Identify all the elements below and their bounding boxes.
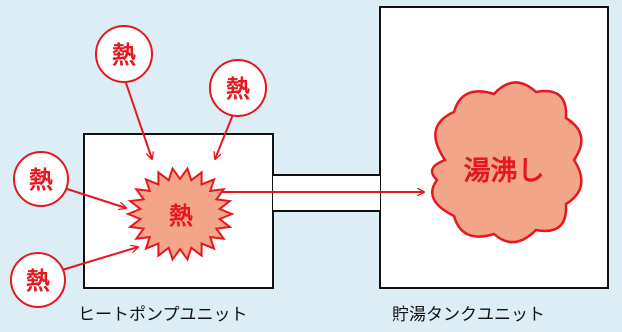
tank-unit-caption: 貯湯タンクユニット — [392, 305, 545, 325]
heat-arrow-bottom-left — [61, 247, 138, 271]
heat-circle-bottom-left: 熱 — [10, 252, 66, 308]
heat-circle-bottom-left-label: 熱 — [26, 267, 50, 295]
boiling-label: 湯沸し — [464, 156, 545, 187]
heat-arrow-left — [63, 187, 126, 208]
heat-arrow-top-left — [125, 82, 152, 159]
heat-circle-top: 熱 — [95, 25, 153, 83]
heat-circle-top-right: 熱 — [209, 59, 267, 117]
heat-burst-shape — [125, 166, 235, 262]
heat-burst-label: 熱 — [169, 202, 193, 230]
heat-circle-top-label: 熱 — [112, 41, 136, 69]
heat-circle-top-right-label: 熱 — [226, 75, 250, 103]
heat-arrow-top-right — [215, 111, 235, 159]
boiling-cloud-shape — [430, 81, 583, 244]
heat-circle-left-label: 熱 — [29, 166, 53, 194]
heat-pump-unit-caption: ヒートポンプユニット — [78, 305, 248, 325]
heat-circle-left: 熱 — [13, 151, 69, 207]
